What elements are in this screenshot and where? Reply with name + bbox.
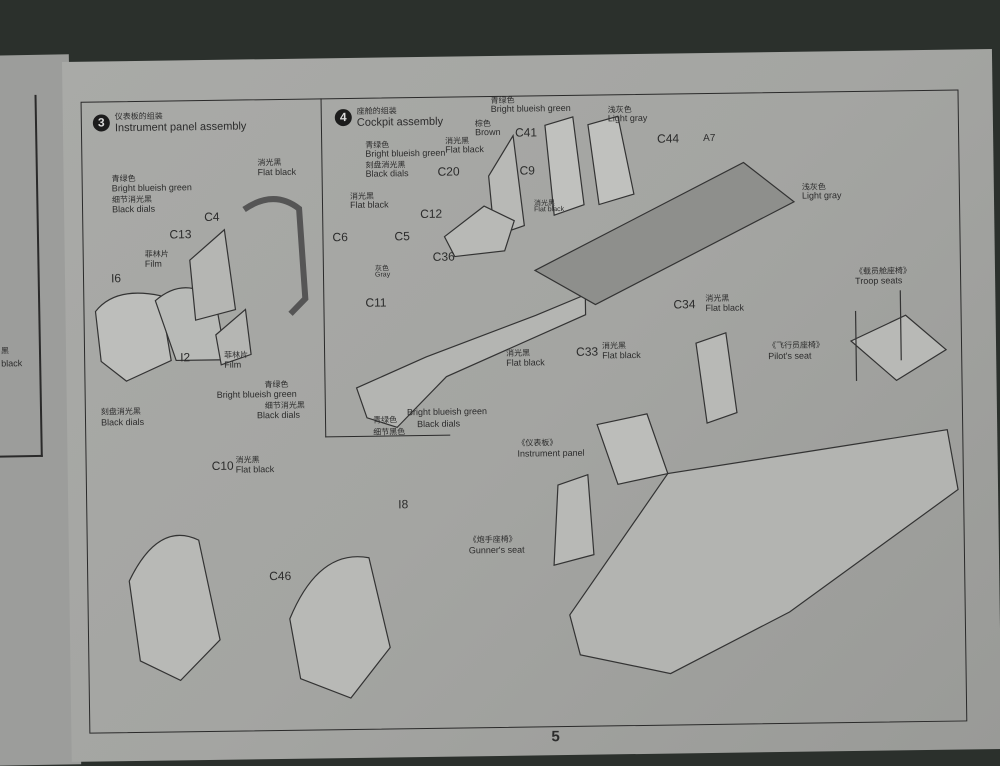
part-label-c33: C33: [575, 344, 599, 359]
color-label: Light gray: [801, 190, 842, 201]
page-number: 5: [551, 728, 560, 746]
panel-left-bottom: [128, 534, 221, 682]
part-label-i2: I2: [180, 350, 191, 365]
part-label-c10: C10: [211, 458, 234, 473]
color-label: Bright blueish green: [365, 147, 446, 159]
color-label: Flat black: [445, 144, 484, 155]
color-label: Black dials: [256, 409, 301, 421]
part-label-c9: C9: [519, 163, 536, 178]
part-label-c44: C44: [657, 131, 680, 146]
color-label: Flat black: [705, 302, 745, 314]
color-label: Black dials: [417, 418, 461, 430]
step3-number: 3: [92, 114, 110, 132]
wall-c41: [544, 116, 585, 216]
color-label-cn: 细节黑色: [373, 427, 406, 437]
color-label: Bright blueish green: [406, 406, 488, 418]
color-label-cn: 青绿色: [372, 415, 398, 425]
color-label: Gray: [374, 271, 391, 279]
pilot-seat-cn-label: 《飞行员座椅》: [767, 340, 825, 351]
color-label: Bright blueish green: [216, 388, 297, 400]
left-page-label: black: [1, 358, 23, 369]
part-label-c13: C13: [169, 227, 192, 242]
color-label: Flat black: [506, 357, 545, 368]
panel-i2: [215, 308, 252, 366]
step3-cn-title: 仪表板的组装: [114, 111, 163, 122]
step4-title: Cockpit assembly: [356, 115, 444, 129]
gunner-seat-cn-label: 《炮手座椅》: [468, 534, 517, 545]
step4-cn-title: 座舱的组装: [356, 106, 397, 116]
troop-seat: [849, 290, 948, 382]
assembly-drawings: [94, 115, 959, 699]
step4-number: 4: [334, 108, 352, 127]
pilot-seat-label: Pilot's seat: [768, 350, 812, 362]
part-label-c46: C46: [269, 568, 292, 584]
color-label: Film: [224, 359, 242, 370]
color-label: Black dials: [365, 168, 409, 179]
color-label-cn: 刻盘消光黑: [100, 406, 141, 417]
color-label: Film: [144, 258, 162, 269]
coaming-c4: [242, 196, 309, 316]
panel-right-bottom: [289, 556, 391, 699]
part-label-c11: C11: [365, 295, 387, 310]
part-label-i8: I8: [398, 497, 409, 512]
wall-c44: [587, 115, 635, 206]
troop-seats-label: Troop seats: [855, 275, 903, 286]
instrument-panel-label: Instrument panel: [517, 447, 585, 459]
part-label-c6: C6: [332, 230, 348, 245]
instrument-panel-i6: [94, 292, 172, 382]
color-label: Black dials: [100, 416, 145, 428]
instrument-panel-overview: [596, 413, 669, 485]
part-label-c34: C34: [673, 297, 696, 312]
console-c12: [443, 205, 515, 258]
part-label-c36: C36: [432, 249, 455, 264]
instruction-page: 3 仪表板的组装 Instrument panel assembly 青绿色 B…: [62, 49, 1000, 762]
color-label: Bright blueish green: [111, 182, 192, 194]
color-label: Bright blueish green: [490, 102, 571, 115]
part-label-i6: I6: [110, 271, 122, 286]
part-label-c4: C4: [204, 209, 220, 225]
panel-c13: [189, 228, 237, 321]
interior-assembly: [569, 428, 959, 675]
part-label-a7: A7: [703, 132, 716, 145]
color-label: Black dials: [111, 203, 156, 215]
color-label: Brown: [474, 126, 501, 138]
color-label: Flat black: [602, 349, 641, 361]
instrument-panel-cn-label: 《仪表板》: [517, 438, 558, 448]
left-page-frame: [0, 94, 43, 458]
color-label: Light gray: [607, 112, 648, 124]
floor-a7: [533, 161, 796, 306]
color-label: Flat black: [235, 464, 275, 475]
color-label: Flat black: [257, 166, 297, 178]
part-label-c12: C12: [420, 206, 443, 222]
step4-header: 4: [334, 108, 352, 127]
color-label: Flat black: [349, 199, 389, 210]
pilot-seat: [695, 331, 738, 424]
step3-title: Instrument panel assembly: [114, 120, 247, 135]
color-label: Flat black: [534, 206, 565, 214]
part-label-c20: C20: [437, 164, 460, 179]
part-label-c41: C41: [514, 125, 538, 140]
gunner-seat-label: Gunner's seat: [468, 544, 525, 556]
part-label-c5: C5: [394, 229, 410, 244]
step3-header: 3: [92, 113, 110, 132]
gunner-seat: [553, 473, 595, 566]
cockpit-floor: [355, 293, 587, 429]
left-page-cn-label: 黑: [0, 346, 10, 356]
